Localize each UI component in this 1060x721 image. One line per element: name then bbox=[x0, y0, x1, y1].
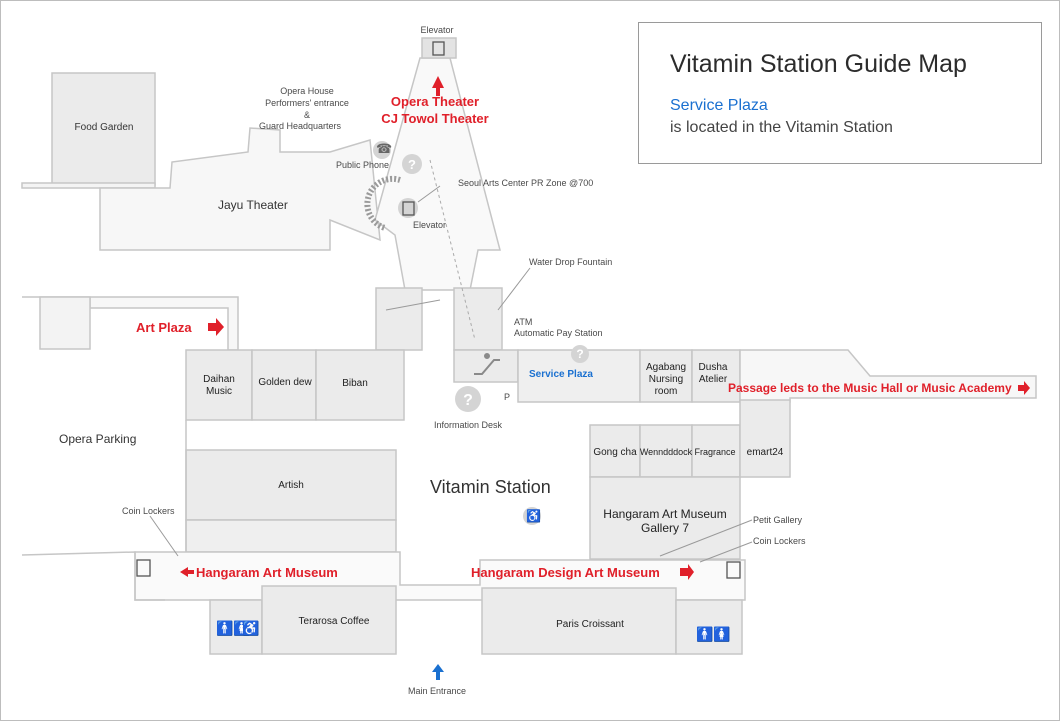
shop-daihan-music bbox=[185, 349, 253, 421]
phone-circle bbox=[373, 141, 391, 159]
svg-text:?: ? bbox=[463, 392, 473, 409]
opera-house-label-3: & bbox=[303, 110, 311, 120]
info-circle-top bbox=[402, 154, 422, 174]
coin-lockers-right-label: Coin Lockers bbox=[753, 536, 806, 546]
shop-artish bbox=[185, 449, 397, 521]
hangaram-gallery-label-2: Gallery 7 bbox=[640, 521, 690, 535]
wenndddock-label: Wenndddock bbox=[639, 447, 693, 457]
parking-p-label: P bbox=[504, 392, 511, 402]
vitamin-station-label: Vitamin Station bbox=[430, 477, 551, 497]
golden-dew-label: Golden dew bbox=[258, 377, 312, 388]
shop-emart24 bbox=[739, 399, 791, 478]
info-circle-atm bbox=[571, 345, 589, 363]
automatic-pay-station-label: Automatic Pay Station bbox=[514, 328, 603, 338]
opera-parking-label: Opera Parking bbox=[59, 432, 137, 446]
atm-label: ATM bbox=[514, 317, 533, 327]
art-plaza-label[interactable]: Art Plaza bbox=[136, 320, 192, 335]
restroom-icon-right: 🚹🚺 bbox=[696, 626, 731, 642]
hangaram-gallery-7-room bbox=[589, 476, 741, 560]
agabang-label-1: Agabang bbox=[645, 362, 687, 373]
information-desk-label: Information Desk bbox=[434, 420, 503, 430]
opera-theater-label[interactable]: Opera Theater bbox=[390, 94, 480, 109]
jayu-theater-label: Jayu Theater bbox=[218, 198, 288, 212]
artish-label: Artish bbox=[278, 480, 304, 491]
dusha-label-1: Dusha bbox=[698, 362, 728, 373]
pillar-right bbox=[453, 287, 503, 351]
spiral-stairs bbox=[364, 175, 401, 231]
service-plaza-label[interactable]: Service Plaza bbox=[529, 369, 593, 380]
opera-parking-wall bbox=[21, 551, 165, 601]
petit-gallery-label: Petit Gallery bbox=[753, 515, 803, 525]
paris-croissant-label: Paris Croissant bbox=[556, 619, 624, 630]
svg-text:?: ? bbox=[408, 157, 416, 172]
elevator-top-box bbox=[421, 37, 457, 59]
coin-lockers-left-label: Coin Lockers bbox=[122, 506, 175, 516]
artish-lower bbox=[185, 519, 397, 553]
legend-description: is located in the Vitamin Station bbox=[670, 119, 893, 136]
restroom-icon-left: 🚹🚺 bbox=[216, 620, 251, 636]
gong-cha-label: Gong cha bbox=[593, 447, 637, 458]
pr-zone-label: Seoul Arts Center PR Zone @700 bbox=[458, 178, 594, 188]
fragrance-label: Fragrance bbox=[694, 447, 736, 457]
restroom-sign-icon: ♿ bbox=[526, 509, 541, 523]
opera-house-label-2: Performers' entrance bbox=[265, 98, 349, 108]
art-plaza-stairs bbox=[39, 296, 91, 350]
water-drop-fountain-label: Water Drop Fountain bbox=[529, 257, 613, 267]
wheelchair-icon: ♿ bbox=[242, 620, 260, 636]
legend-box: Vitamin Station Guide Map Service Plaza … bbox=[638, 22, 1042, 164]
shop-biban bbox=[315, 349, 405, 421]
cj-towol-theater-label[interactable]: CJ Towol Theater bbox=[381, 111, 489, 126]
svg-text:?: ? bbox=[576, 347, 583, 361]
food-garden-room bbox=[51, 72, 156, 186]
elevator-mid-label: Elevator bbox=[413, 220, 447, 230]
legend-highlight: Service Plaza bbox=[670, 97, 768, 114]
legend-title: Vitamin Station Guide Map bbox=[670, 50, 967, 78]
main-entrance-label[interactable]: Main Entrance bbox=[407, 686, 467, 696]
biban-label: Biban bbox=[342, 378, 368, 389]
hangaram-gallery-label-1: Hangaram Art Museum bbox=[603, 507, 727, 521]
pr-zone-line bbox=[429, 159, 476, 341]
restroom-area-right bbox=[675, 599, 743, 655]
escalator-icon bbox=[474, 353, 500, 375]
public-phone-icon: ☎ bbox=[376, 141, 393, 156]
opera-house-label-4: Guard Headquarters bbox=[258, 121, 342, 131]
elevator-top-label: Elevator bbox=[420, 25, 454, 35]
main-entrance-arrow bbox=[432, 664, 444, 680]
restroom-circle bbox=[523, 507, 541, 525]
shop-dusha-atelier bbox=[691, 349, 741, 403]
dusha-label-2: Atelier bbox=[698, 374, 728, 385]
shop-fragrance bbox=[691, 424, 741, 478]
direction-arrows bbox=[180, 76, 1030, 580]
opera-house-label-1: Opera House bbox=[280, 86, 334, 96]
restroom-area-left bbox=[209, 599, 263, 655]
agabang-label-2: Nursing bbox=[648, 374, 684, 385]
food-garden-label: Food Garden bbox=[74, 122, 134, 133]
terarosa-coffee-label: Terarosa Coffee bbox=[298, 616, 370, 627]
elevator-icons bbox=[136, 41, 741, 579]
shop-terarosa-coffee bbox=[261, 585, 397, 655]
daihan-label-2: Music bbox=[205, 386, 233, 397]
daihan-label-1: Daihan bbox=[203, 374, 235, 385]
emart24-label: emart24 bbox=[746, 447, 784, 458]
shop-paris-croissant bbox=[481, 587, 677, 655]
music-hall-passage-label[interactable]: Passage leds to the Music Hall or Music … bbox=[728, 381, 1012, 395]
public-phone-label: Public Phone bbox=[336, 160, 390, 170]
jayu-theater-area bbox=[99, 127, 381, 251]
hangaram-art-museum-label[interactable]: Hangaram Art Museum bbox=[196, 565, 338, 580]
hangaram-design-art-museum-label[interactable]: Hangaram Design Art Museum bbox=[471, 565, 660, 580]
information-desk-circle bbox=[455, 386, 481, 412]
agabang-label-3: room bbox=[654, 386, 678, 397]
shop-agabang-nursing-room bbox=[639, 349, 693, 403]
pillar-left bbox=[375, 287, 423, 351]
